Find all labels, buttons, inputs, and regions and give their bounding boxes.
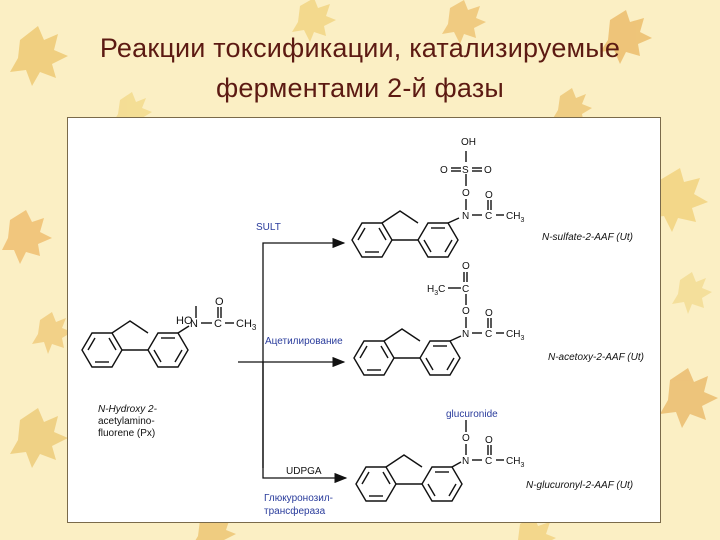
substrate-ho-label: HO — [176, 315, 193, 327]
glucuronyl-c-label: C — [485, 456, 492, 467]
enzyme-name-line-1: Глюкуронозил- — [264, 493, 333, 504]
product-name-sulfate: N-sulfate-2-AAF (Ut) — [542, 232, 633, 243]
enzyme-label-acetylation: Ацетилирование — [265, 336, 343, 347]
substrate-ch3-label: CH3 — [236, 318, 257, 332]
acetoxy-c-label: C — [462, 284, 469, 295]
slide-title: Реакции токсификации, катализируемые фер… — [0, 28, 720, 108]
product-name-acetoxy: N-acetoxy-2-AAF (Ut) — [548, 352, 644, 363]
product-name-glucuronyl: N-glucuronyl-2-AAF (Ut) — [526, 480, 633, 491]
sulfate-s-label: S — [462, 165, 469, 176]
acetoxy-o-link-label: O — [462, 306, 470, 317]
product-sulfate-molecule — [351, 151, 504, 258]
glucuronide-label: glucuronide — [446, 409, 498, 420]
enzyme-name-line-2: трансфераза — [264, 505, 326, 517]
glucuronyl-n-label: N — [462, 456, 469, 467]
acetoxy-h3c-label: H3C — [427, 284, 445, 297]
acetoxy-n-label: N — [462, 329, 469, 340]
substrate-n-label: N — [190, 318, 198, 330]
enzyme-label-udpga: UDPGA — [286, 466, 322, 477]
acetoxy-o-top-label: O — [462, 261, 470, 272]
substrate-molecule — [81, 306, 234, 368]
glucuronyl-ch3-label: CH3 — [506, 456, 524, 469]
substrate-c-label: C — [214, 318, 222, 330]
sulfate-o-right-label: O — [484, 165, 492, 176]
product-acetoxy-molecule — [353, 272, 504, 376]
sulfate-ch3-label: CH3 — [506, 211, 524, 224]
enzyme-label-sult: SULT — [256, 222, 281, 233]
sulfate-n-label: N — [462, 211, 469, 222]
slide-title-line-2: ферментами 2-й фазы — [215, 73, 505, 103]
sulfate-o-link-label: O — [462, 188, 470, 199]
acetoxy-o-carbonyl-label: O — [485, 308, 493, 319]
sulfate-o-left-label: O — [440, 165, 448, 176]
sulfate-c-label: C — [485, 211, 492, 222]
sulfate-o-carbonyl-label: O — [485, 190, 493, 201]
substrate-o-label: O — [215, 296, 224, 308]
glucuronyl-o-carbonyl-label: O — [485, 435, 493, 446]
substrate-name-line-1: N-Hydroxy 2- — [98, 404, 158, 415]
product-glucuronyl-molecule — [355, 420, 504, 502]
substrate-ring-middle — [111, 320, 149, 334]
reaction-arrows — [238, 237, 348, 484]
glucuronyl-o-link-label: O — [462, 433, 470, 444]
reaction-scheme-panel: HO N C O CH3 N-Hydroxy 2- acetylamino- f… — [67, 117, 661, 523]
substrate-name-line-3: fluorene (Px) — [98, 428, 155, 439]
substrate-ring-right — [147, 332, 189, 368]
acetoxy-c-amide-label: C — [485, 329, 492, 340]
slide-title-line-1: Реакции токсификации, катализируемые — [99, 33, 621, 63]
substrate-name-line-2: acetylamino- — [98, 416, 155, 427]
acetoxy-ch3-label: CH3 — [506, 329, 524, 342]
arrow-to-glucuronyl — [262, 362, 348, 484]
reaction-scheme: HO N C O CH3 N-Hydroxy 2- acetylamino- f… — [81, 137, 644, 517]
arrow-to-sulfate — [262, 237, 346, 468]
sulfate-oh-label: OH — [461, 137, 476, 148]
